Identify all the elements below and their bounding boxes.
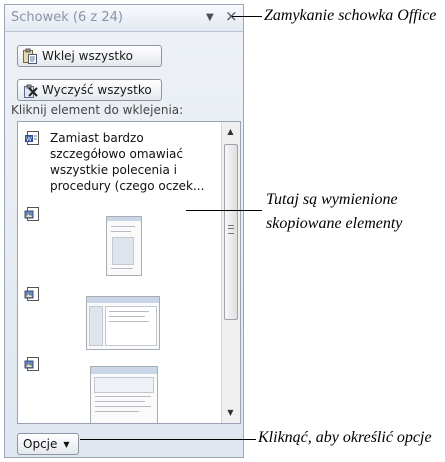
clear-all-icon [22, 82, 38, 98]
clipboard-item-image-1[interactable] [24, 206, 214, 278]
paste-all-icon [22, 48, 38, 64]
image-icon [24, 206, 40, 222]
clipboard-items-list: W Zamiast bardzo szczegółowo omawiać wsz… [17, 121, 241, 424]
pane-header: Schowek (6 z 24) ▼ × [5, 5, 243, 32]
callout-options: Kliknąć, aby określić opcje [258, 429, 432, 446]
thumbnail-2 [86, 296, 160, 350]
pane-title: Schowek (6 z 24) [11, 10, 123, 25]
scrollbar-thumb[interactable] [224, 144, 238, 320]
scroll-up-arrow-icon[interactable]: ▲ [227, 127, 234, 136]
clear-all-label: Wyczyść wszystko [42, 83, 152, 97]
image-icon [24, 356, 40, 372]
clipboard-item-text-content: Zamiast bardzo szczegółowo omawiać wszys… [50, 131, 205, 193]
paste-all-label: Wklej wszystko [42, 49, 133, 63]
callout-items-line2: skopiowane elementy [266, 215, 403, 232]
callout-options-line [80, 439, 256, 440]
paste-all-button[interactable]: Wklej wszystko [17, 45, 162, 67]
clipboard-item-image-2[interactable] [24, 286, 214, 356]
chevron-down-icon: ▼ [63, 439, 70, 449]
pane-menu-arrow-icon[interactable]: ▼ [206, 12, 214, 23]
clipboard-item-image-3[interactable] [24, 356, 214, 423]
callout-items-line1: Tutaj są wymienione [266, 191, 398, 208]
callout-items-line [186, 210, 262, 211]
clear-all-button[interactable]: Wyczyść wszystko [17, 79, 162, 101]
options-button[interactable]: Opcje ▼ [17, 433, 79, 455]
list-scrollbar[interactable]: ▲ ▼ [221, 122, 240, 423]
scrollbar-grip-icon [228, 225, 234, 234]
options-label: Opcje [23, 437, 58, 451]
image-icon [24, 286, 40, 302]
thumbnail-1 [106, 216, 142, 276]
callout-close-line [232, 16, 262, 17]
callout-close: Zamykanie schowka Office [264, 7, 437, 24]
scroll-down-arrow-icon[interactable]: ▼ [227, 408, 234, 417]
close-icon[interactable]: × [225, 7, 238, 25]
thumbnail-3 [90, 366, 158, 423]
word-doc-icon: W [24, 130, 40, 146]
clipboard-pane: Schowek (6 z 24) ▼ × Wklej wszystko [4, 4, 244, 458]
paste-instructions: Kliknij element do wklejenia: [11, 103, 184, 117]
svg-text:W: W [26, 136, 32, 143]
